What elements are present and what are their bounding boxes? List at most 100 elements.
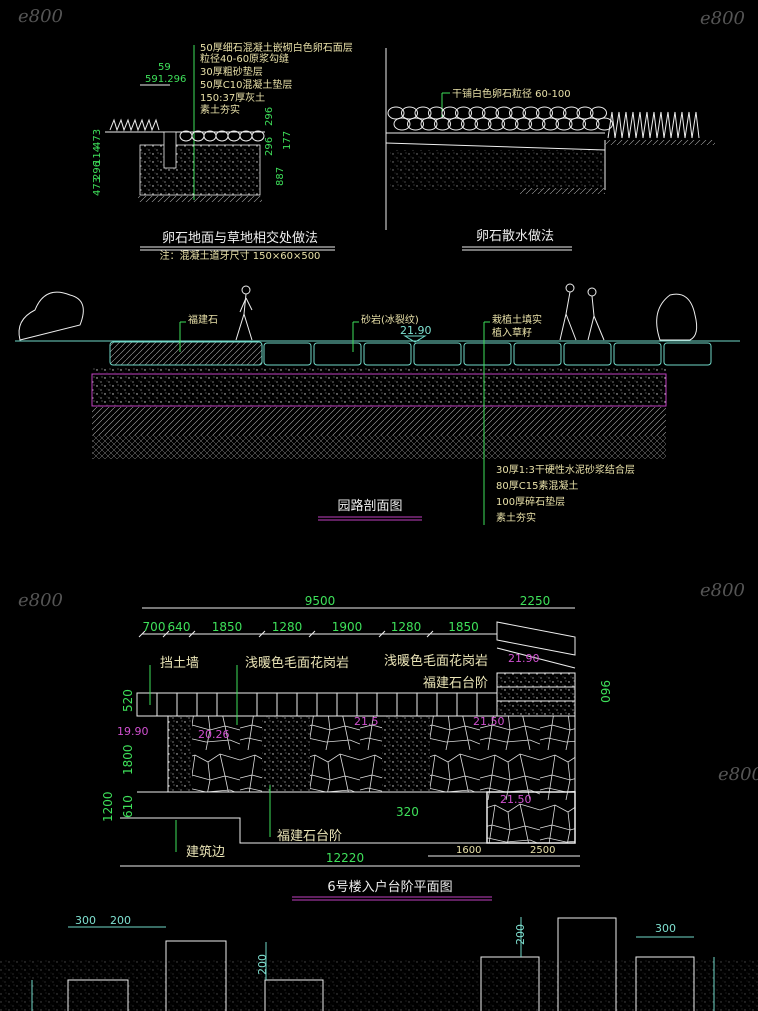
dimension: 200 [110,914,131,927]
pebble [596,117,613,131]
pebble [569,117,586,131]
paver [563,342,612,366]
dimension: 960 [598,680,612,703]
dimension: 1200 [101,791,115,822]
dimension: 1280 [272,620,303,634]
pebble [482,106,499,120]
pebble [434,117,451,131]
pedestrian-icon [235,285,253,341]
dimension: 610 [121,795,135,818]
dimension: 1600 [456,845,481,856]
pebble [563,106,580,120]
dimension: 2500 [530,845,555,856]
paver [413,342,462,366]
material-label: 砂岩(冰裂纹) [361,313,419,326]
dimension: 1800 [121,744,135,775]
dimension-tick [138,630,146,638]
pebble [414,106,432,120]
layer-label: 素土夯实 [496,511,536,524]
retaining-wall-label: 挡土墙 [160,656,199,671]
path-section: 福建石 砂岩(冰裂纹) 21.90 栽植土填实 植入草籽 30厚1:3干硬性水泥… [15,283,740,525]
paver [463,342,512,366]
pebble [549,106,567,120]
pebble [555,117,573,131]
paver [513,342,562,366]
dimension: 1900 [332,620,363,634]
dimension: 887 [275,167,286,186]
dimension: 2250 [520,594,551,608]
dimension: 473 [92,129,103,148]
dimension: 296 [264,137,275,156]
layer-label: 素土夯实 [200,103,240,116]
pebble [461,117,478,131]
bottom-elevation: 300 200 200 200 300 [0,914,758,1011]
pebble [590,106,607,120]
plan-title: 6号楼入户台阶平面图 [327,879,452,895]
building-edge-label: 建筑边 [186,844,225,860]
pebble [515,117,532,131]
dimension-tick [308,630,316,638]
layer-label: 粒径40-60原浆勾缝 [200,52,289,65]
pebble [455,106,472,120]
detail-title: 卵石散水做法 [476,229,554,244]
elevation-mark: 21.90 [508,652,540,665]
elevation-mark: 20.26 [198,728,230,741]
retaining-wall-blocks [156,693,478,716]
dimension: 200 [514,924,527,945]
dimension: 177 [282,131,293,150]
layer-label: 80厚C15素混凝土 [496,479,578,492]
layer-label: 50厚细石混凝土嵌砌白色卵石面层 [200,41,353,54]
dimension: 320 [396,805,419,819]
pebble [393,117,411,131]
elevation-mark: 21.5 [354,715,379,728]
paver [363,342,412,366]
detail-title: 卵石地面与草地相交处做法 [162,230,318,246]
pebble [501,117,519,131]
detail-pebble-grass: 50厚细石混凝土嵌砌白色卵石面层 粒径40-60原浆勾缝 30厚粗砂垫层 50厚… [92,41,353,262]
pebble [428,106,445,120]
watermark: e800 [718,764,758,785]
layer-label: 150:37厚灰土 [200,91,265,104]
pebble [528,117,546,131]
pebbles [179,130,265,142]
dimension: 114 [92,146,103,165]
pebble [522,106,540,120]
dimension-tick [378,630,386,638]
watermark: e800 [18,590,63,611]
sandstone-pavers [263,342,712,366]
pebble [420,117,438,131]
shrub-icon [18,291,84,341]
dimension: 1850 [212,620,243,634]
dimension: 591.296 [145,74,186,85]
detail-note: 注：混凝土道牙尺寸 150×60×500 [160,249,321,262]
section-title: 园路剖面图 [337,498,402,514]
elevation-mark: 21.50 [500,793,532,806]
pebble [441,106,459,120]
pebble [387,106,405,120]
material-label: 栽植土填实 [492,313,542,326]
pebble [401,106,418,120]
dimension: 300 [655,922,676,935]
dimension: 200 [256,954,269,975]
paver [313,342,362,366]
watermarks: e800 e800 e800 e800 e800 [18,6,758,785]
dimension: 640 [168,620,191,634]
dimension: 300 [75,914,96,927]
steps-label: 福建石台阶 [423,676,488,691]
layer-label: 50厚C10混凝土垫层 [200,78,292,91]
pebble [407,117,424,131]
dimension: 9500 [305,594,336,608]
pebble [582,117,600,131]
pebbles [387,106,613,131]
layer-label: 30厚1:3干硬性水泥砂浆结合层 [496,463,635,476]
pebble [447,117,465,131]
dimension-tick [258,630,266,638]
elevation-mark: 21.50 [473,715,505,728]
elevation-mark: 21.90 [400,324,432,337]
dimension: 520 [121,689,135,712]
material-label: 植入草籽 [492,326,532,339]
layer-label: 30厚粗砂垫层 [200,65,263,78]
